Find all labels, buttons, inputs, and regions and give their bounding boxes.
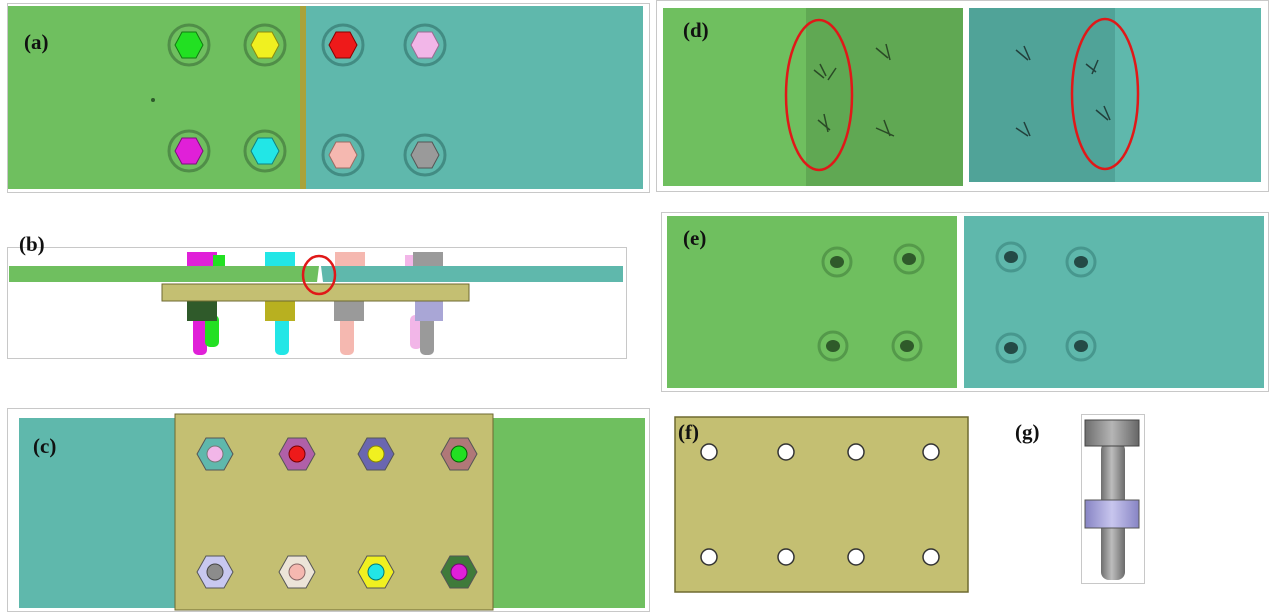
left-plate-side xyxy=(9,266,309,282)
bolt-head-cyan xyxy=(250,137,280,165)
panel-d-drawing xyxy=(663,8,1261,186)
bolt-head-red xyxy=(328,31,358,59)
hole xyxy=(847,443,865,461)
hole xyxy=(700,548,718,566)
panel-g-drawing xyxy=(1084,419,1140,580)
highlight-ellipse-d-left xyxy=(784,18,854,172)
green-plate-bottom xyxy=(491,418,645,608)
splice-plate-holes xyxy=(674,416,969,593)
panel-a: (a) xyxy=(7,3,650,193)
hole xyxy=(777,443,795,461)
hole xyxy=(777,548,795,566)
green-plate-holes xyxy=(667,216,957,388)
panel-label-c: (c) xyxy=(33,434,57,458)
panel-e: (e) xyxy=(661,212,1269,392)
bolt-head xyxy=(1084,419,1140,447)
hole xyxy=(922,548,940,566)
highlight-ellipse-b xyxy=(301,254,337,296)
panel-b: (b) xyxy=(7,232,627,360)
panel-label-d: (d) xyxy=(683,18,709,42)
hole xyxy=(700,443,718,461)
bolt-head-grey xyxy=(410,141,440,169)
panel-f-drawing xyxy=(674,416,969,593)
panel-a-drawing xyxy=(8,6,643,189)
hole xyxy=(922,443,940,461)
highlight-ellipse-d-right xyxy=(1070,17,1140,171)
panel-label-a: (a) xyxy=(24,30,49,54)
teal-plate-bottom xyxy=(19,418,179,608)
left-plate-green xyxy=(8,6,302,189)
hole xyxy=(847,548,865,566)
right-plate-side xyxy=(329,266,623,282)
bolt-head-salmon xyxy=(328,141,358,169)
panel-c-drawing xyxy=(19,413,645,611)
panel-e-drawing xyxy=(667,216,1264,388)
panel-label-b: (b) xyxy=(19,232,45,256)
panel-label-e: (e) xyxy=(683,226,707,250)
panel-d: (d) xyxy=(656,0,1269,192)
gap-strip xyxy=(300,6,306,189)
bolt-head-yellow xyxy=(250,31,280,59)
panel-f: (f) xyxy=(674,416,970,594)
bolt-head-magenta xyxy=(174,137,204,165)
panel-g: (g) xyxy=(1015,412,1155,587)
bolt-head-pink xyxy=(410,31,440,59)
bolt-head-green xyxy=(174,31,204,59)
panel-c: (c) xyxy=(7,408,650,612)
bolt-nut xyxy=(1084,499,1140,529)
panel-b-drawing xyxy=(9,252,623,355)
panel-label-g: (g) xyxy=(1015,420,1040,444)
right-plate-teal xyxy=(306,6,643,189)
panel-label-f: (f) xyxy=(678,420,699,444)
